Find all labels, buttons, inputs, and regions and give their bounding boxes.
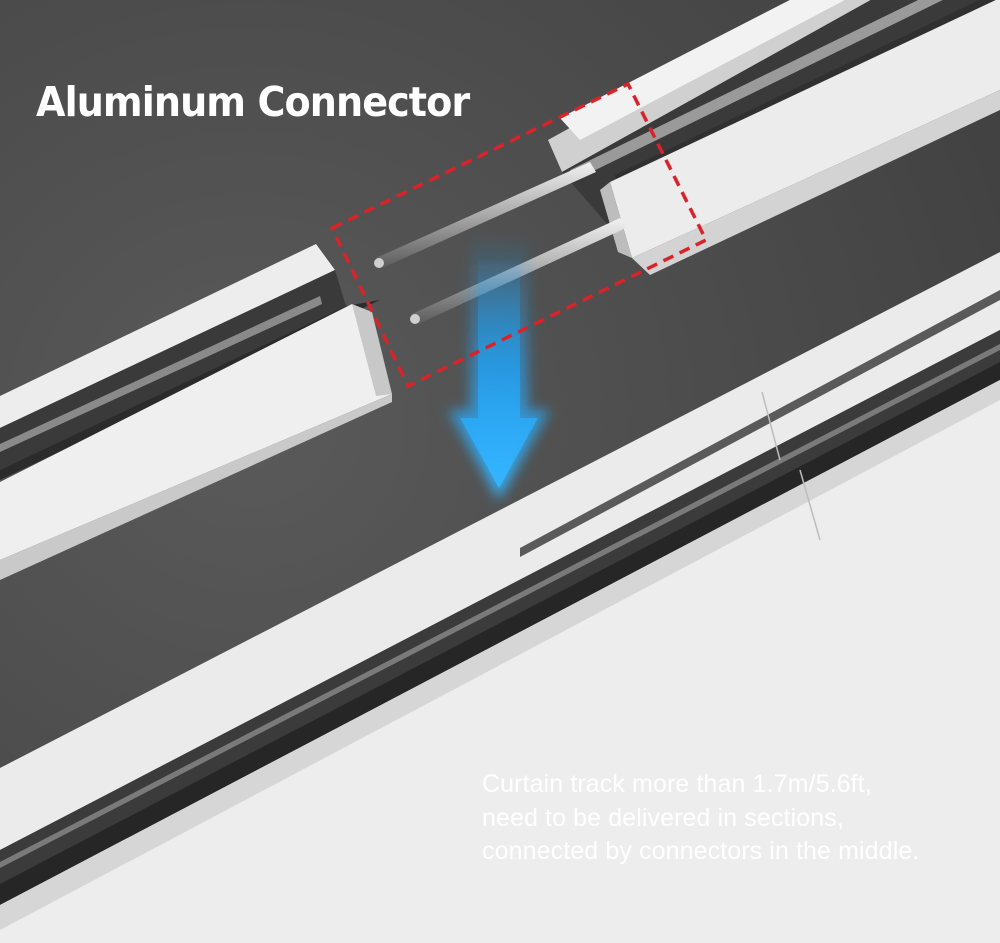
- caption: Curtain track more than 1.7m/5.6ft, need…: [482, 768, 992, 869]
- headline: Aluminum Connector: [36, 78, 470, 126]
- track-section-upper-right: [548, 0, 1000, 275]
- caption-line: connected by connectors in the middle.: [482, 837, 920, 865]
- caption-line: need to be delivered in sections,: [482, 803, 844, 832]
- down-arrow-icon: [448, 240, 550, 500]
- track-section-assembled: [0, 252, 1000, 943]
- track-section-left: [0, 244, 392, 580]
- caption-line: Curtain track more than 1.7m/5.6ft,: [482, 770, 872, 798]
- dashed-highlight-box: [329, 81, 709, 389]
